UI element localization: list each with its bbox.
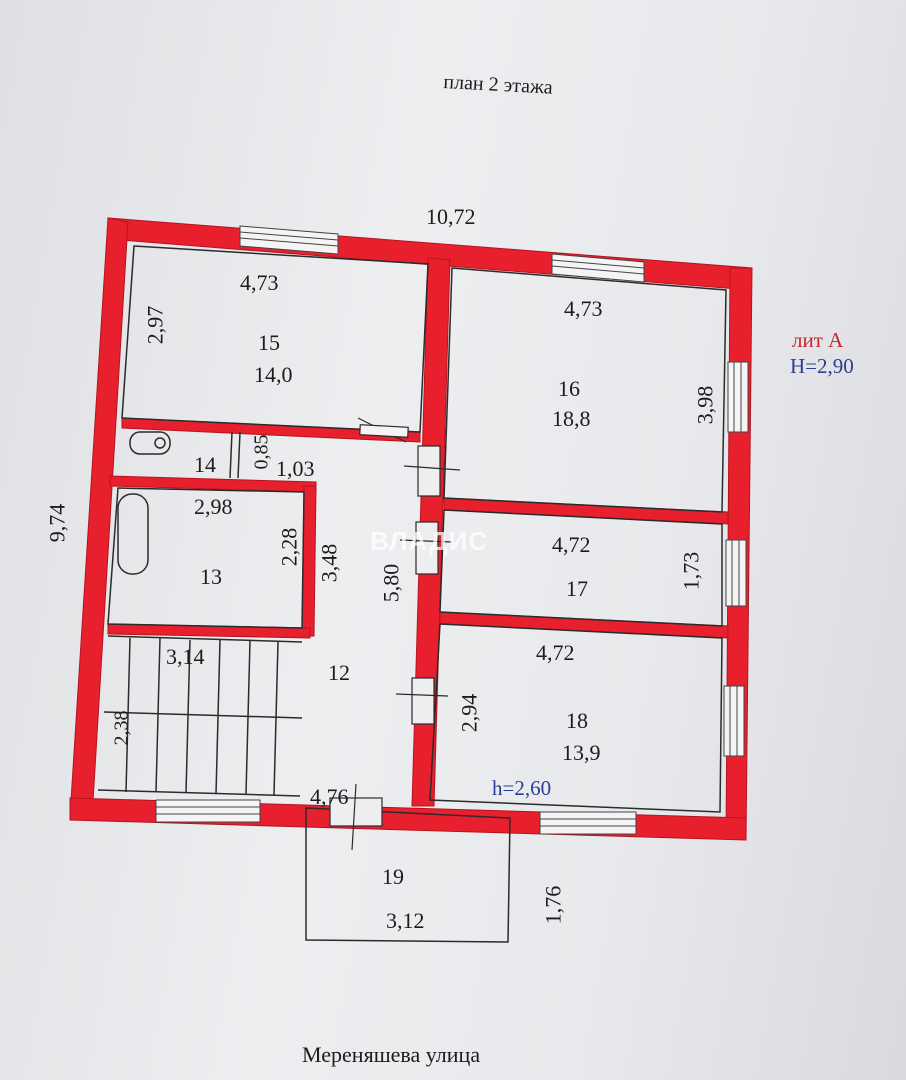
door-r18	[411, 677, 435, 725]
room-19-number: 19	[382, 864, 404, 889]
dim-r15-width: 4,73	[240, 270, 279, 295]
window-bottom-stairs	[155, 799, 261, 823]
dim-r18-width: 4,72	[536, 640, 575, 665]
ceiling-height: H=2,90	[790, 354, 854, 378]
window-bottom-r18	[539, 811, 637, 835]
dim-corridor: 5,80	[378, 563, 404, 603]
room-13-outline	[107, 487, 305, 629]
toilet	[129, 431, 171, 455]
room-19-outline	[305, 807, 511, 943]
dim-r13-width: 2,98	[194, 494, 233, 519]
dim-r12-a: 3,48	[316, 543, 342, 583]
door-balcony	[329, 797, 383, 827]
dim-r18-depth: 2,94	[456, 693, 482, 733]
room-13-number: 13	[200, 564, 222, 589]
dim-r16-depth: 3,98	[692, 385, 718, 425]
dim-r19-depth: 1,76	[540, 885, 566, 925]
dim-r14-a: 0,85	[250, 434, 273, 470]
dim-r17-depth: 1,73	[678, 551, 704, 591]
room-12-number: 12	[328, 660, 350, 685]
door-r16	[417, 445, 441, 497]
dim-stair-b: 2,38	[110, 710, 133, 746]
window-right-r17	[725, 539, 747, 607]
watermark: ВЛАДИС	[370, 526, 489, 556]
window-top-r16	[551, 253, 645, 283]
dim-r15-depth: 2,97	[142, 305, 168, 345]
room-15-number: 15	[258, 330, 280, 355]
dim-overall-width: 10,72	[426, 204, 476, 229]
dim-overall-height: 9,74	[44, 503, 70, 543]
door-r17	[415, 521, 439, 575]
ceiling-height-low: h=2,60	[492, 776, 552, 800]
wall-r16-bottom	[443, 497, 729, 525]
bathtub	[117, 493, 149, 575]
room-18-area: 13,9	[562, 740, 601, 765]
wall-r17-bottom	[439, 611, 729, 639]
dim-r13-depth: 2,28	[276, 527, 302, 567]
door-r15	[359, 424, 409, 438]
room-14-number: 14	[194, 452, 216, 477]
room-18-outline	[429, 623, 723, 813]
plan-title: план 2 этажа	[442, 71, 554, 99]
letter-label: лит А	[792, 328, 844, 352]
windows	[155, 225, 749, 835]
room-16-area: 18,8	[552, 406, 591, 431]
window-right-r18	[723, 685, 745, 757]
street-name: Мереняшева улица	[302, 1042, 481, 1067]
window-top-r15	[239, 225, 339, 255]
room-outlines	[97, 245, 727, 943]
room-17-outline	[439, 509, 723, 627]
dim-stair-a: 3,14	[166, 644, 205, 669]
room-18-number: 18	[566, 708, 588, 733]
dim-r12-bottom: 4,76	[310, 784, 349, 809]
room-17-number: 17	[566, 576, 588, 601]
doors	[329, 417, 461, 851]
window-right-r16	[727, 361, 749, 433]
dim-r17-width: 4,72	[552, 532, 591, 557]
room-15-area: 14,0	[254, 362, 293, 387]
room-15-outline	[121, 245, 429, 433]
dim-r16-width: 4,73	[564, 296, 603, 321]
room-19-area: 3,12	[386, 908, 425, 933]
dim-r14-b: 1,03	[276, 456, 315, 481]
room-16-outline	[443, 267, 727, 513]
room-16-number: 16	[558, 376, 580, 401]
